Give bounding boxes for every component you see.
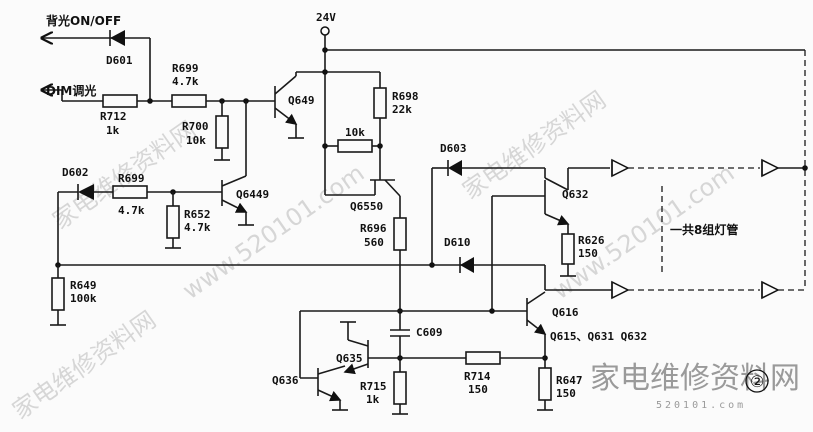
svg-text:Q649: Q649 (288, 94, 315, 107)
r626-resistor (561, 233, 575, 265)
supply-24v (296, 26, 806, 290)
svg-text:R700: R700 (182, 120, 209, 133)
r10k-resistor (337, 139, 373, 153)
svg-text:Q6550: Q6550 (350, 200, 383, 213)
led-driver-section (429, 158, 808, 311)
label-d601: D601 (106, 54, 133, 67)
r698-resistor (373, 87, 387, 119)
svg-text:Q6449: Q6449 (236, 188, 269, 201)
svg-text:家电维修资料网: 家电维修资料网 (7, 306, 161, 425)
svg-text:Q632: Q632 (562, 188, 589, 201)
svg-text:R714: R714 (464, 370, 491, 383)
label-group-note: 一共8组灯管 (670, 222, 738, 237)
svg-text:D602: D602 (62, 166, 89, 179)
r649-resistor (51, 277, 65, 311)
component-labels: 背光ON/OFF DIM调光 24V D601 R699 4.7k R712 1… (46, 11, 738, 406)
svg-text:Q615、Q631 Q632: Q615、Q631 Q632 (550, 330, 647, 343)
q6550-transistor (325, 179, 401, 218)
svg-text:4.7k: 4.7k (184, 221, 211, 234)
svg-text:150: 150 (578, 247, 598, 260)
bottom-section (299, 310, 545, 415)
svg-text:D610: D610 (444, 236, 471, 249)
led-top-2 (761, 158, 780, 178)
svg-text:10k: 10k (186, 134, 206, 147)
label-dim: DIM调光 (46, 83, 96, 98)
led-bottom-2 (761, 280, 780, 300)
d602-branch (57, 175, 254, 265)
svg-text:4.7k: 4.7k (118, 204, 145, 217)
r649-branch (50, 262, 545, 326)
svg-text:520101.com: 520101.com (656, 400, 746, 411)
q616-transistor (400, 265, 568, 411)
svg-text:Q616: Q616 (552, 306, 579, 319)
site-watermark: 家电维修资料网 520101.com ② (590, 361, 800, 411)
svg-text:R715: R715 (360, 380, 387, 393)
svg-text:R699: R699 (172, 62, 199, 75)
svg-text:R652: R652 (184, 208, 211, 221)
svg-text:560: 560 (364, 236, 384, 249)
input-section (42, 30, 275, 176)
svg-text:R712: R712 (100, 110, 127, 123)
svg-text:C609: C609 (416, 326, 443, 339)
svg-text:Q636: Q636 (272, 374, 299, 387)
r700-resistor (215, 115, 229, 149)
svg-text:1k: 1k (106, 124, 120, 137)
label-24v: 24V (316, 11, 336, 24)
r696-resistor (393, 217, 407, 330)
q649-transistor (274, 72, 304, 139)
r712-resistor (102, 94, 138, 108)
led-top-1 (611, 158, 630, 178)
svg-text:22k: 22k (392, 103, 412, 116)
svg-text:1k: 1k (366, 393, 380, 406)
svg-text:R698: R698 (392, 90, 419, 103)
svg-text:家电维修资料网: 家电维修资料网 (590, 361, 800, 396)
r652-resistor (166, 205, 180, 239)
r699-top-resistor (171, 94, 207, 108)
svg-text:R647: R647 (556, 374, 583, 387)
svg-text:150: 150 (556, 387, 576, 400)
r647-resistor (538, 367, 552, 401)
figure-number: ② (750, 372, 764, 391)
led-bottom-1 (611, 280, 630, 300)
svg-text:D603: D603 (440, 142, 467, 155)
svg-text:10k: 10k (345, 126, 365, 139)
svg-text:R699: R699 (118, 172, 145, 185)
svg-text:Q635: Q635 (336, 352, 363, 365)
svg-text:R626: R626 (578, 234, 605, 247)
svg-text:R649: R649 (70, 279, 97, 292)
r714-resistor (465, 351, 501, 365)
r715-resistor (393, 371, 407, 405)
svg-text:R696: R696 (360, 222, 387, 235)
label-backlight-onoff: 背光ON/OFF (46, 13, 121, 28)
svg-text:150: 150 (468, 383, 488, 396)
svg-text:100k: 100k (70, 292, 97, 305)
svg-text:4.7k: 4.7k (172, 75, 199, 88)
